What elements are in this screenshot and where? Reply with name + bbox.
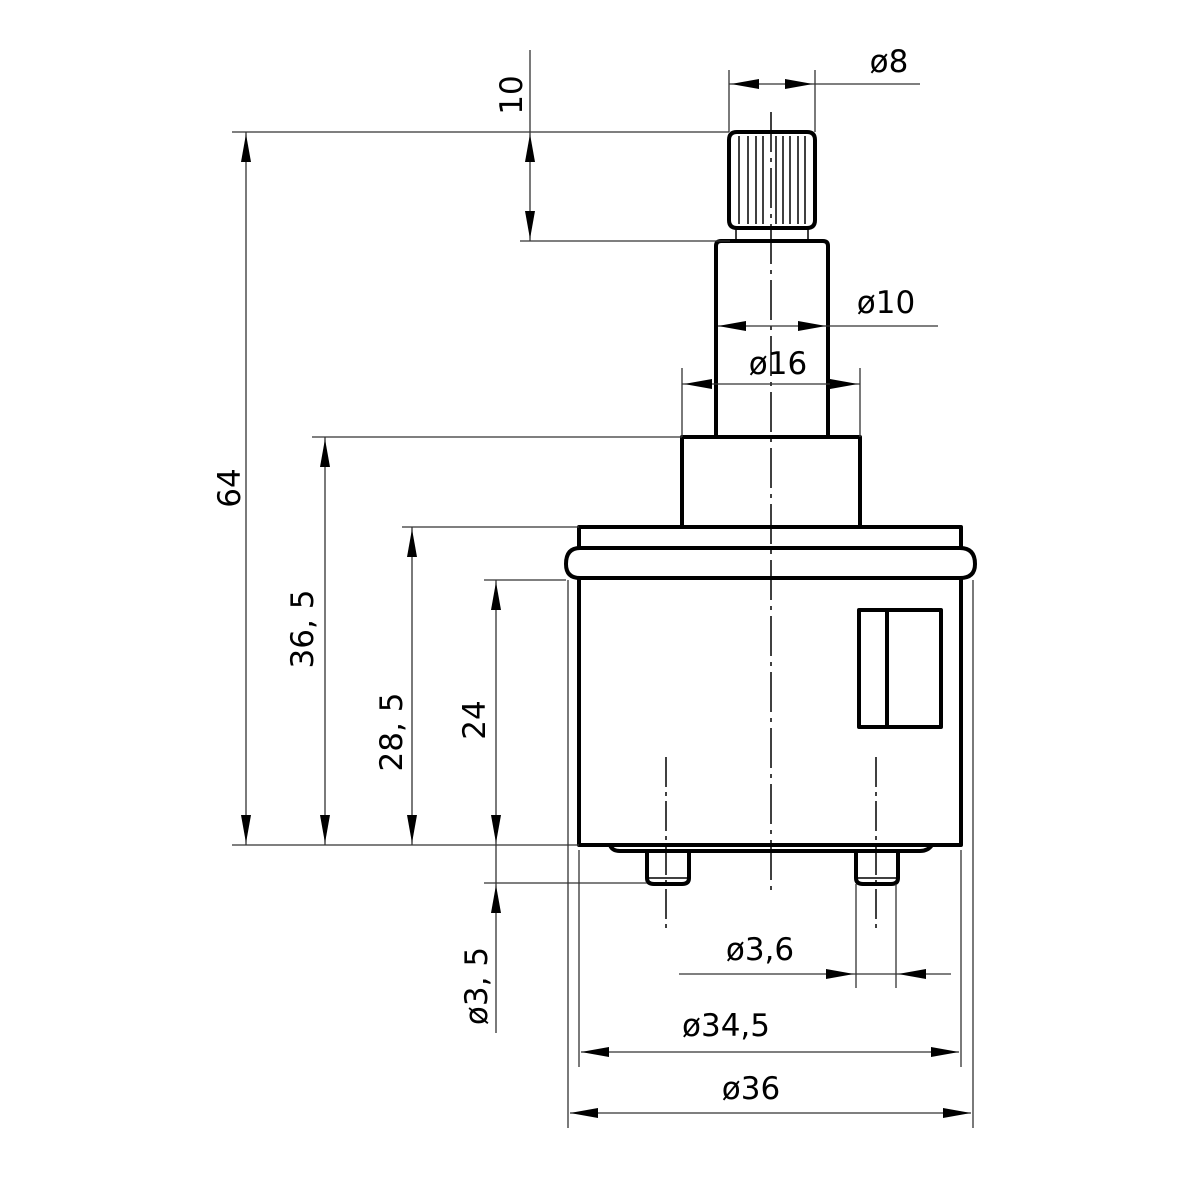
dimension-36-5: 36, 5 xyxy=(285,437,330,845)
dimension-d36: ø36 xyxy=(570,1071,971,1118)
dimension-d16: ø16 xyxy=(682,346,860,389)
stem xyxy=(714,239,830,437)
dimension-24: 24 xyxy=(457,580,501,845)
dim-label-d36: ø36 xyxy=(722,1071,780,1107)
base-rim xyxy=(608,843,934,853)
part-outline xyxy=(564,130,977,886)
pin-right xyxy=(854,851,900,886)
dimension-d34-5: ø34,5 xyxy=(581,1008,959,1057)
dim-label-d10: ø10 xyxy=(857,285,915,321)
dimension-28-5: 28, 5 xyxy=(374,527,417,845)
center-lines xyxy=(665,112,877,930)
dim-label-d3-6: ø3,6 xyxy=(726,932,794,968)
collar xyxy=(680,435,862,525)
dimension-64: 64 xyxy=(212,132,251,845)
dim-label-36-5: 36, 5 xyxy=(285,590,321,669)
dim-label-10: 10 xyxy=(494,75,530,114)
dim-label-64: 64 xyxy=(212,468,248,507)
dim-label-d16: ø16 xyxy=(749,346,807,382)
dimension-d3-6: ø3,6 xyxy=(679,932,951,979)
dim-label-24: 24 xyxy=(457,700,493,739)
main-body xyxy=(577,578,963,847)
extension-lines xyxy=(232,50,974,1128)
dimension-d3-5: ø3, 5 xyxy=(459,845,501,1033)
dim-label-d34-5: ø34,5 xyxy=(682,1008,770,1044)
dimension-d10: ø10 xyxy=(718,285,938,331)
pin-left xyxy=(645,851,691,886)
dimension-d8: ø8 xyxy=(729,44,920,89)
dim-label-28-5: 28, 5 xyxy=(374,693,410,772)
body-top-plate xyxy=(577,525,963,548)
dim-label-d3-5: ø3, 5 xyxy=(459,947,495,1025)
dim-label-d8: ø8 xyxy=(870,44,909,80)
dimension-10: 10 xyxy=(494,75,535,241)
spline-head xyxy=(727,130,817,241)
